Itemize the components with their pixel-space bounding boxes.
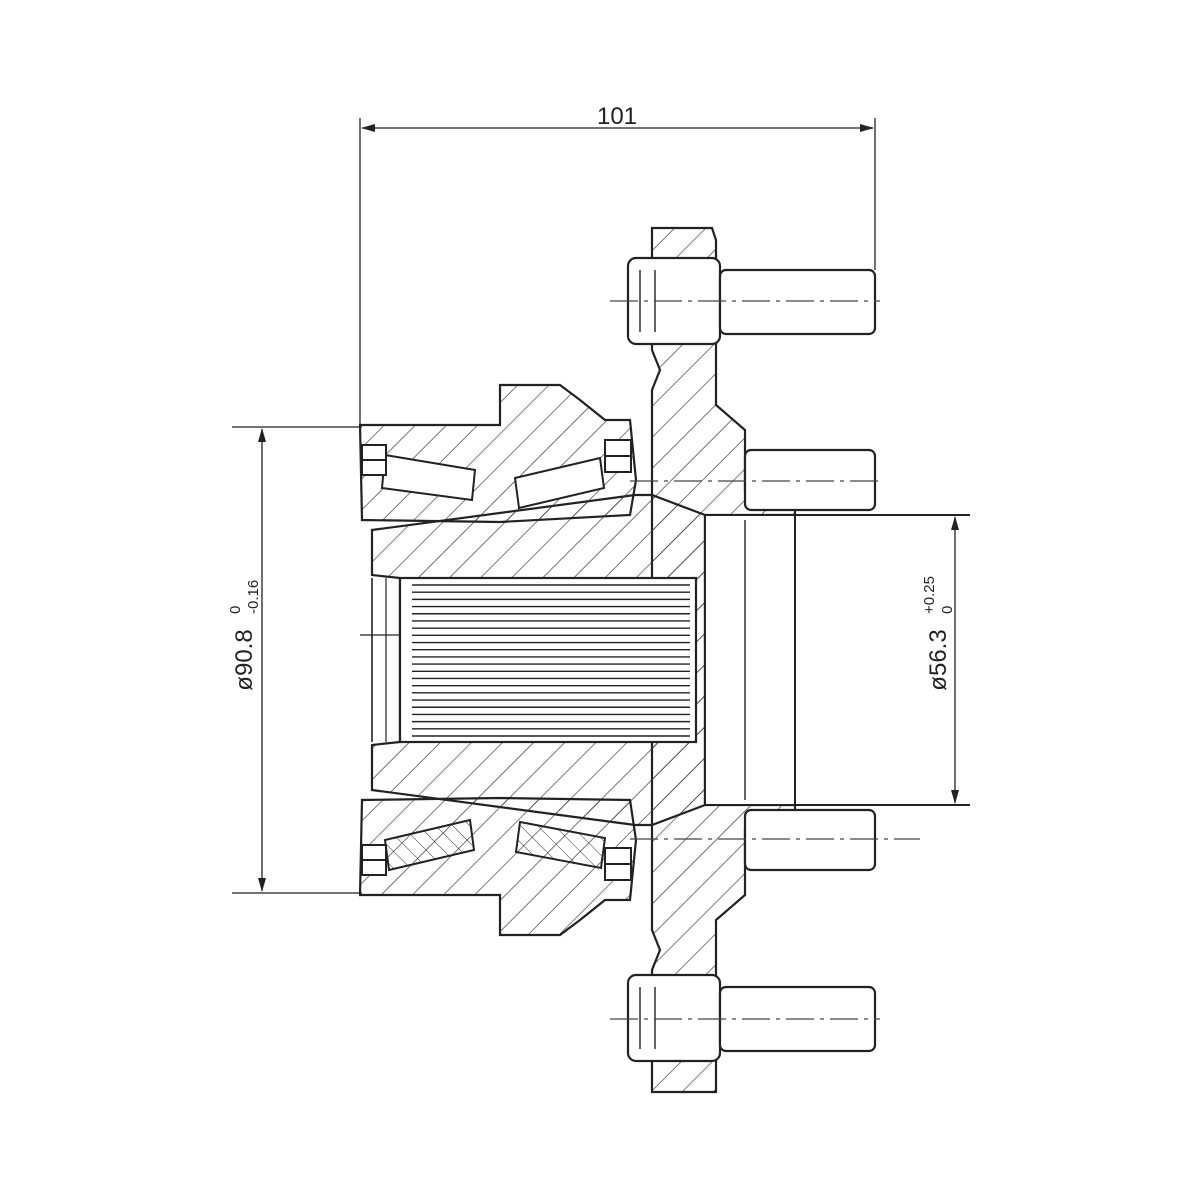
stud-bottom [626, 973, 877, 1063]
tapered-rollers [380, 453, 607, 872]
flange-pilot-lower-tol: -0.16 [245, 580, 262, 614]
spigot-bore-upper-tol: +0.25 [921, 576, 938, 614]
outer-ring-top [358, 383, 638, 524]
flange-pilot-upper-tol: 0 [227, 606, 244, 614]
wheel-studs [626, 256, 877, 1063]
spigot-bore-lower-tol: 0 [939, 606, 956, 614]
centerlines [610, 300, 920, 1020]
stud-upper-mid [743, 448, 877, 512]
roller-top-right [513, 456, 606, 510]
svg-text:ø90.8: ø90.8 [231, 629, 258, 690]
dimension-spigot-bore-label: ø56.3 +0.25 0 [921, 576, 956, 691]
spline-bore [360, 576, 698, 744]
seals [361, 439, 632, 881]
spigot [704, 514, 970, 806]
dimension-overall-width [359, 118, 876, 425]
roller-bottom-left [383, 818, 476, 872]
roller-top-left [380, 453, 477, 502]
svg-text:ø56.3: ø56.3 [925, 629, 952, 690]
stud-lower-mid [743, 808, 877, 872]
roller-bottom-right [514, 820, 607, 870]
dimension-overall-width-label: 101 [597, 103, 637, 130]
dimension-flange-pilot-label: ø90.8 0 -0.16 [227, 580, 262, 691]
dimension-flange-pilot [232, 426, 362, 894]
